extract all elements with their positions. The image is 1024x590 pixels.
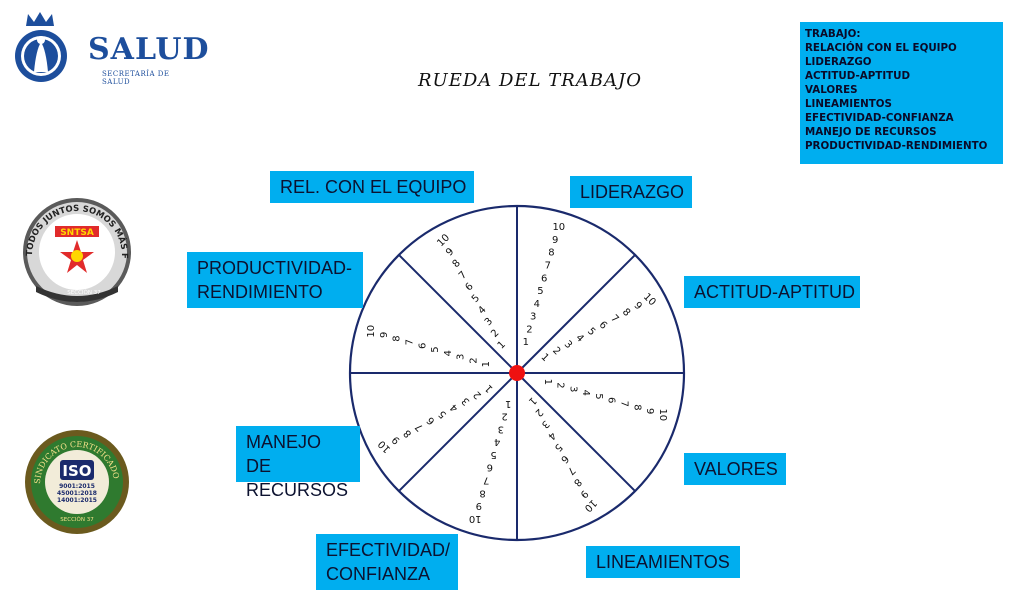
scale-tick-label: 7	[545, 261, 551, 272]
scale-tick-label: 5	[593, 393, 604, 399]
scale-tick-label: 2	[501, 411, 507, 422]
segment-label-lineamientos: LINEAMIENTOS	[586, 546, 740, 578]
scale-tick-label: 9	[552, 235, 558, 246]
scale-tick-label: 10	[469, 513, 482, 524]
sntsa-logo: TODOS JUNTOS SOMOS MÁS FUERTES SNTSA SEC…	[11, 189, 140, 308]
scale-tick-label: 3	[498, 423, 504, 434]
scale-tick-label: 8	[392, 335, 403, 341]
scale-tick-label: 5	[430, 346, 441, 352]
scale-tick-label: 4	[443, 350, 454, 356]
scale-tick-label: 9	[644, 408, 655, 414]
scale-tick-label: 5	[537, 286, 543, 297]
scale-tick-label: 8	[479, 487, 485, 498]
legend-item: RELACIÓN CON EL EQUIPO	[805, 42, 957, 54]
salud-subtitle: SECRETARÍA DE SALUD	[102, 70, 170, 86]
iso-seal-icon: SINDICATO CERTIFICADO ISO 9001:2015 4500…	[25, 430, 129, 534]
scale-tick-label: 6	[487, 462, 493, 473]
wheel-spoke	[398, 372, 518, 492]
scale-tick-label: 4	[534, 299, 540, 310]
scale-tick-label: 3	[456, 354, 467, 360]
scale-tick-label: 9	[476, 500, 482, 511]
sntsa-badge-icon: TODOS JUNTOS SOMOS MÁS FUERTES SNTSA SEC…	[11, 189, 131, 306]
legend-item: ACTITUD-APTITUD	[805, 70, 911, 82]
scale-tick-label: 10	[657, 408, 668, 421]
wheel-spoke	[516, 254, 636, 374]
scale-tick-label: 7	[618, 401, 629, 407]
salud-logo: SALUD SECRETARÍA DE SALUD	[14, 10, 209, 90]
page-title: RUEDA DEL TRABAJO	[417, 70, 643, 91]
legend-item: EFECTIVIDAD-CONFIANZA	[805, 112, 954, 124]
segment-label-liderazgo: LIDERAZGO	[570, 176, 692, 208]
iso-standard: 45001:2018	[57, 490, 97, 497]
scale-tick-label: 7	[405, 339, 416, 345]
segment-label-productividad: PRODUCTIVIDAD- RENDIMIENTO	[187, 252, 363, 308]
scale-tick-label: 3	[530, 312, 536, 323]
iso-standard: 9001:2015	[59, 483, 95, 490]
scale-tick-label: 1	[523, 337, 529, 348]
segment-label-valores: VALORES	[684, 453, 786, 485]
legend-item: LIDERAZGO	[805, 56, 872, 68]
wheel-center-dot	[509, 365, 525, 381]
salud-name: SALUD	[88, 32, 210, 67]
scale-tick-label: 2	[526, 324, 532, 335]
scale-tick-label: 5	[490, 449, 496, 460]
wheel-spoke	[516, 372, 636, 492]
legend-item: VALORES	[805, 84, 858, 96]
segment-label-rel-equipo: REL. CON EL EQUIPO	[270, 171, 474, 203]
scale-tick-label: 1	[542, 379, 553, 385]
scale-tick-label: 4	[580, 390, 591, 396]
scale-tick-label: 9	[379, 332, 390, 338]
scale-tick-label: 10	[552, 222, 565, 233]
scale-tick-label: 2	[468, 357, 479, 363]
iso-name: ISO	[62, 462, 91, 480]
iso-standard: 14001:2015	[57, 497, 97, 504]
scale-tick-label: 6	[541, 273, 547, 284]
legend-item: PRODUCTIVIDAD-RENDIMIENTO	[805, 140, 988, 152]
sntsa-name: SNTSA	[60, 228, 94, 238]
legend-box: TRABAJO: RELACIÓN CON EL EQUIPO LIDERAZG…	[800, 22, 1003, 164]
sntsa-section: SECCIÓN 37	[67, 289, 101, 296]
legend-heading: TRABAJO:	[805, 28, 861, 40]
iso-logo: SINDICATO CERTIFICADO ISO 9001:2015 4500…	[18, 428, 136, 536]
wheel-spoke	[398, 254, 518, 374]
legend-item: LINEAMIENTOS	[805, 98, 892, 110]
scale-tick-label: 2	[555, 382, 566, 388]
segment-label-manejo: MANEJO DE RECURSOS	[236, 426, 360, 500]
segment-label-efectividad: EFECTIVIDAD/ CONFIANZA	[316, 534, 458, 590]
iso-section: SECCIÓN 37	[60, 516, 94, 523]
scale-tick-label: 8	[631, 404, 642, 410]
scale-tick-label: 10	[366, 325, 377, 338]
scale-tick-label: 6	[606, 397, 617, 403]
scale-tick-label: 8	[548, 248, 554, 259]
legend-item: MANEJO DE RECURSOS	[805, 126, 937, 138]
scale-tick-label: 1	[481, 361, 492, 367]
scale-tick-label: 4	[494, 436, 500, 447]
scale-tick-label: 6	[417, 343, 428, 349]
scale-tick-label: 7	[483, 474, 489, 485]
scale-tick-label: 3	[567, 386, 578, 392]
scale-tick-label: 1	[505, 398, 511, 409]
salud-seal-icon	[15, 12, 67, 82]
segment-label-actitud: ACTITUD-APTITUD	[684, 276, 860, 308]
